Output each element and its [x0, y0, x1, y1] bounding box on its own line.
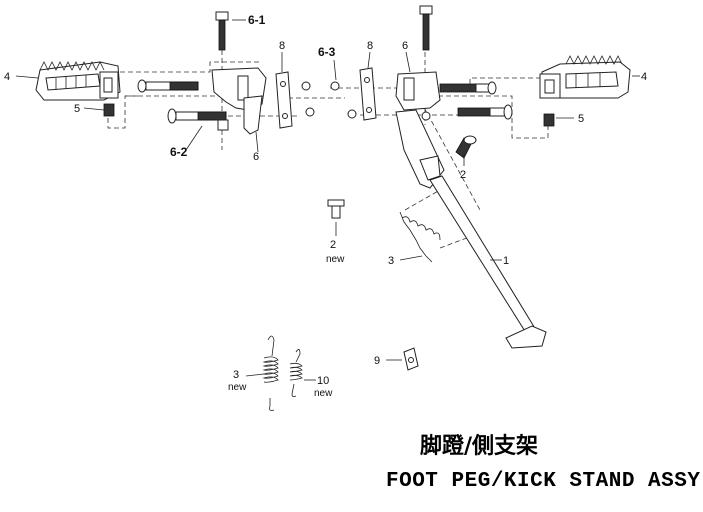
callout-2-new-sub: new [326, 254, 345, 265]
pivot-bolt-upper [455, 135, 477, 159]
callout-6-3: 6-3 [318, 45, 336, 59]
callout-3-new-sub: new [228, 382, 247, 393]
left-plate [275, 71, 293, 129]
callout-6-1: 6-1 [248, 13, 266, 27]
callout-8-right: 8 [367, 40, 373, 52]
nuts [301, 81, 431, 121]
bolt-right-top [419, 5, 433, 51]
callout-2-upper: 2 [460, 169, 466, 181]
left-bracket [211, 67, 267, 135]
right-bracket [395, 71, 445, 189]
pivot-bolt-new [327, 199, 345, 219]
callout-9: 9 [374, 355, 380, 367]
callout-10: 10 [317, 375, 329, 387]
peg-spring-left [103, 103, 115, 117]
pin-right-upper [439, 81, 497, 95]
callout-labels: 4 5 6-1 6-2 6 8 6-3 8 6 4 5 2 2 new 3 1 … [4, 13, 647, 399]
callout-3-new: 3 [233, 369, 239, 381]
callout-4-left: 4 [4, 71, 10, 83]
right-plate [359, 67, 377, 121]
callout-1: 1 [503, 255, 509, 267]
peg-spring-right [543, 113, 555, 127]
spring-10-new [289, 349, 303, 398]
spring-3-new [262, 335, 279, 411]
bolt-6-2 [167, 108, 227, 124]
bolt-6-1 [215, 11, 229, 51]
diagram-title-english: FOOT PEG/KICK STAND ASSY [386, 470, 701, 493]
leader-lines [15, 19, 640, 381]
callout-5-right: 5 [578, 113, 584, 125]
pin-right-lower [457, 104, 513, 120]
kick-stand-spring [399, 211, 441, 263]
callout-3-assembly: 3 [388, 255, 394, 267]
right-foot-peg [539, 55, 631, 99]
clip-9 [403, 347, 419, 371]
pin-left-upper [137, 79, 199, 93]
kick-stand [429, 175, 547, 349]
callout-6-bottom: 6 [253, 151, 259, 163]
diagram-title-chinese: 脚蹬/側支架 [420, 433, 539, 459]
callout-2-new: 2 [330, 239, 336, 251]
callout-4-right: 4 [641, 71, 647, 83]
callout-6-2: 6-2 [170, 145, 188, 159]
callout-6-right: 6 [402, 40, 408, 52]
left-foot-peg [35, 61, 121, 101]
callout-8-left: 8 [279, 40, 285, 52]
callout-5-left: 5 [74, 103, 80, 115]
callout-10-sub: new [314, 388, 333, 399]
